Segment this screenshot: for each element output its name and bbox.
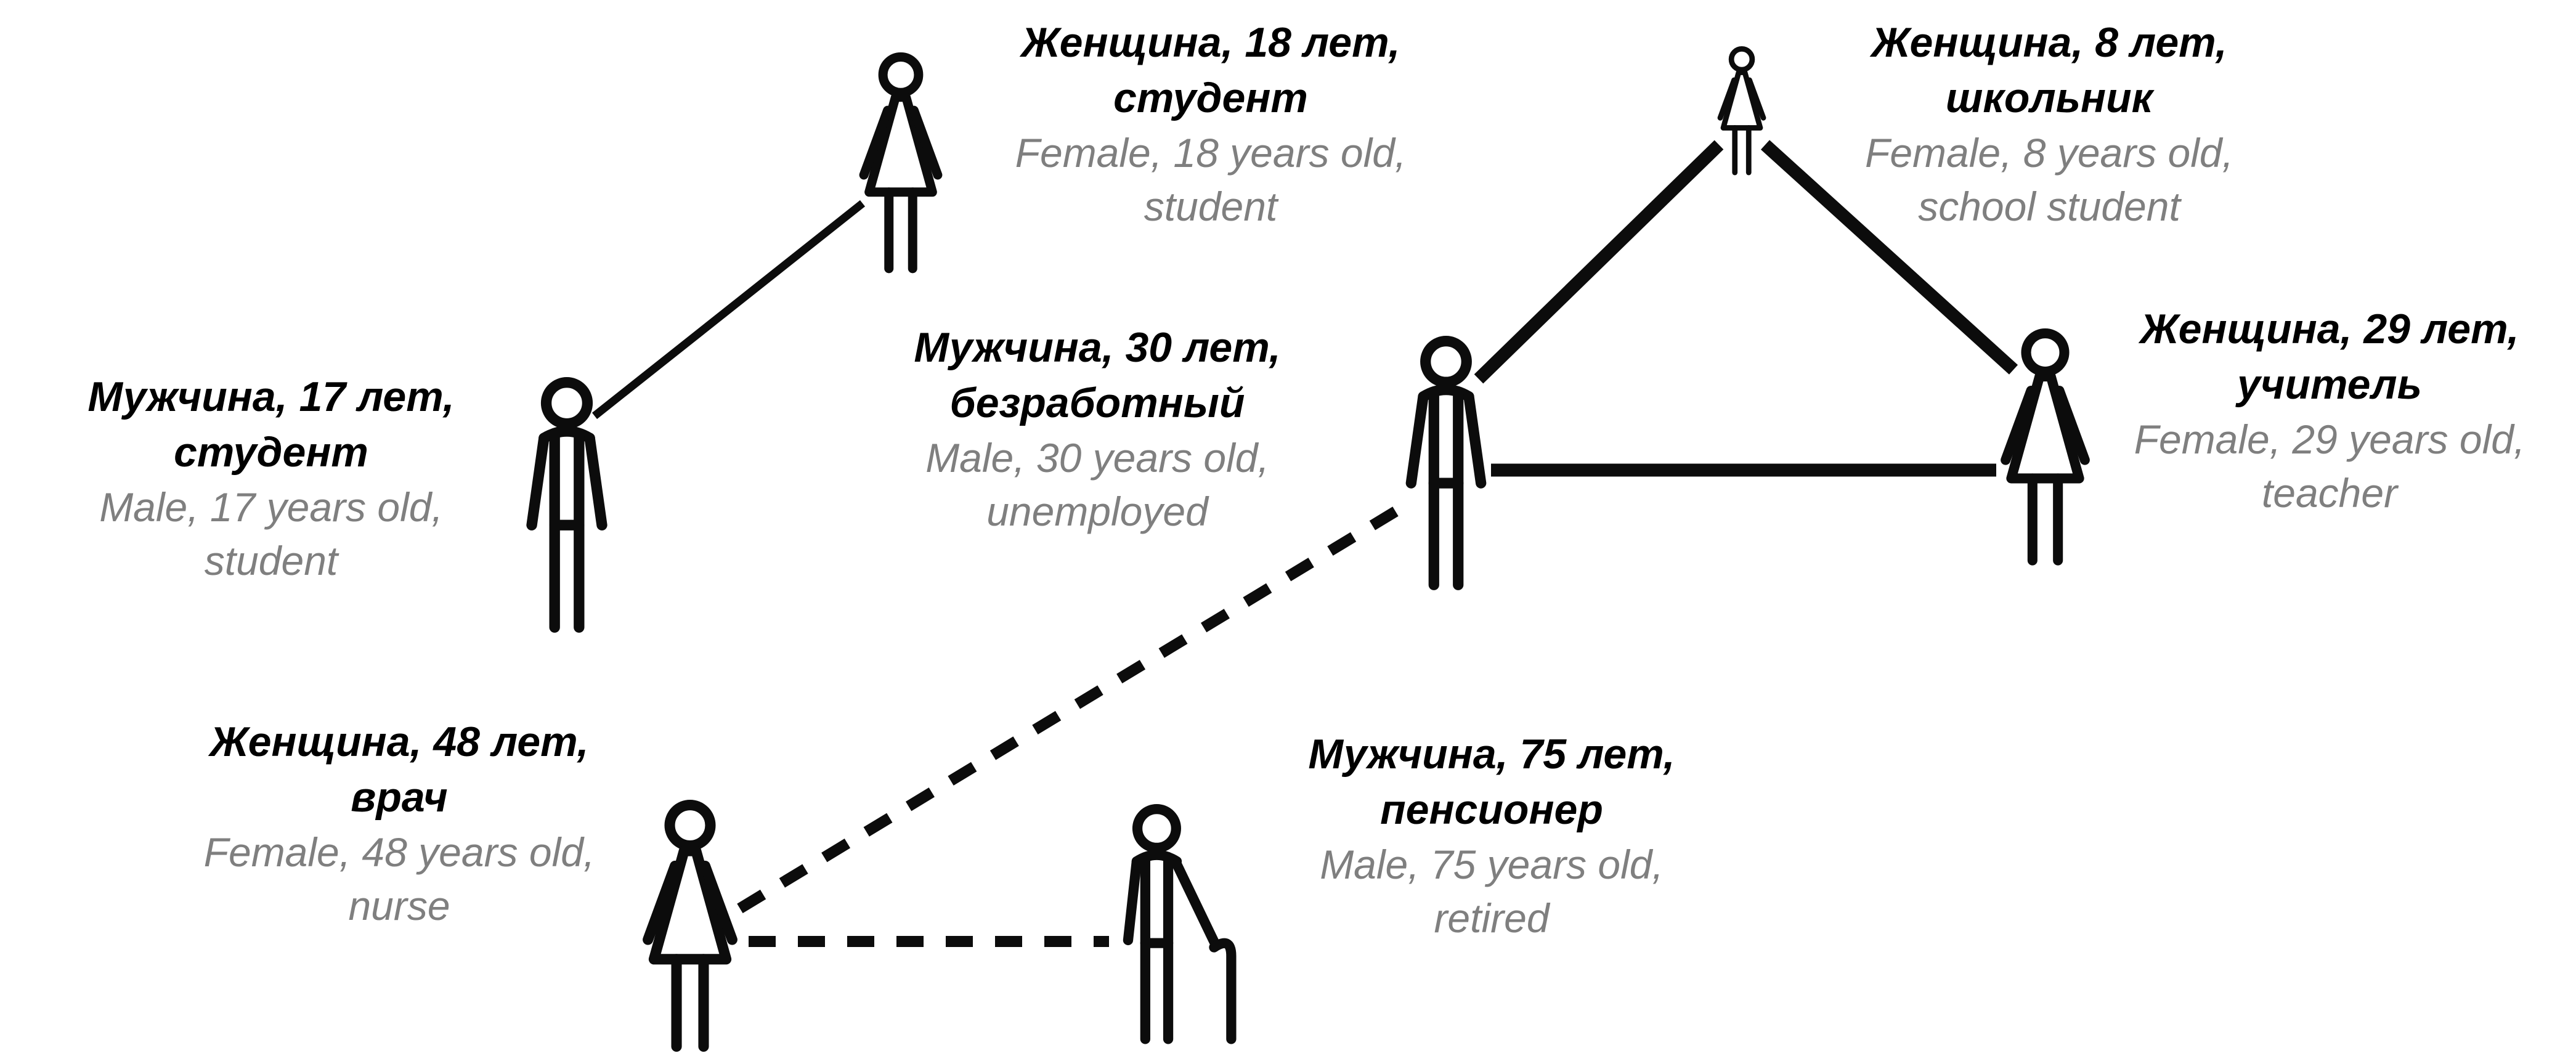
female-person-icon [643, 800, 737, 1052]
label-female-29: Женщина, 29 лет, учитель Female, 29 year… [2105, 302, 2554, 520]
label-ru-line2: учитель [2237, 360, 2422, 408]
label-en-line2: teacher [2261, 470, 2398, 516]
edge-male30-female8-solid [1474, 140, 1724, 384]
label-ru-line1: Мужчина, 75 лет, [1308, 731, 1675, 778]
girl-person-icon [1717, 46, 1766, 176]
figure-female-18 [827, 52, 975, 279]
male-person-icon [1405, 336, 1487, 590]
label-ru-line2: школьник [1945, 74, 2153, 121]
label-male-75: Мужчина, 75 лет, пенсионер Male, 75 year… [1276, 727, 1707, 945]
elderly-man-cane-icon [1123, 804, 1237, 1044]
label-en-line1: Female, 8 years old, [1865, 129, 2233, 176]
edge-female8-female29-solid [1760, 140, 2018, 375]
label-en-line1: Female, 29 years old, [2134, 416, 2525, 462]
label-female-8: Женщина, 8 лет, школьник Female, 8 years… [1834, 15, 2265, 234]
label-en-line2: school student [1918, 183, 2180, 229]
label-ru-line2: безработный [949, 379, 1245, 426]
label-en-line2: student [204, 537, 338, 583]
label-en-line2: retired [1434, 895, 1550, 941]
figure-male-75 [1084, 804, 1269, 1051]
label-en-line1: Male, 75 years old, [1320, 841, 1664, 887]
label-ru-line1: Мужчина, 30 лет, [914, 324, 1281, 371]
label-ru-line2: студент [1113, 74, 1308, 121]
male-person-icon [526, 377, 607, 633]
label-female-48: Женщина, 48 лет, врач Female, 48 years o… [184, 715, 615, 933]
label-ru-line1: Мужчина, 17 лет, [87, 373, 455, 420]
female-person-icon [2001, 328, 2090, 566]
label-en-line2: student [1144, 183, 1278, 229]
figure-male-30 [1369, 336, 1523, 597]
label-en-line2: nurse [348, 882, 450, 929]
label-ru-line1: Женщина, 29 лет, [2140, 306, 2519, 352]
label-ru-line2: врач [351, 773, 448, 821]
label-ru-line1: Женщина, 8 лет, [1871, 19, 2227, 66]
label-male-17: Мужчина, 17 лет, студент Male, 17 years … [55, 370, 487, 588]
label-en-line1: Male, 17 years old, [99, 484, 443, 530]
edge-male17-female18-solid [591, 200, 866, 420]
label-ru-line1: Женщина, 48 лет, [209, 718, 589, 765]
label-ru-line2: пенсионер [1380, 786, 1603, 833]
figure-female-29 [1967, 328, 2124, 572]
label-en-line2: unemployed [986, 488, 1208, 534]
label-ru-line1: Женщина, 18 лет, [1021, 19, 1400, 66]
figure-female-8 [1699, 46, 1785, 179]
figure-female-48 [607, 800, 773, 1059]
edge-male30-female48-dashed [733, 506, 1399, 916]
label-ru-line2: студент [174, 428, 368, 476]
female-person-icon [859, 52, 943, 274]
label-female-18: Женщина, 18 лет, студент Female, 18 year… [995, 15, 1426, 234]
label-en-line1: Male, 30 years old, [925, 434, 1269, 481]
figure-male-17 [490, 377, 644, 640]
label-en-line1: Female, 18 years old, [1015, 129, 1407, 176]
label-en-line1: Female, 48 years old, [203, 829, 595, 875]
label-male-30: Мужчина, 30 лет, безработный Male, 30 ye… [882, 320, 1313, 539]
